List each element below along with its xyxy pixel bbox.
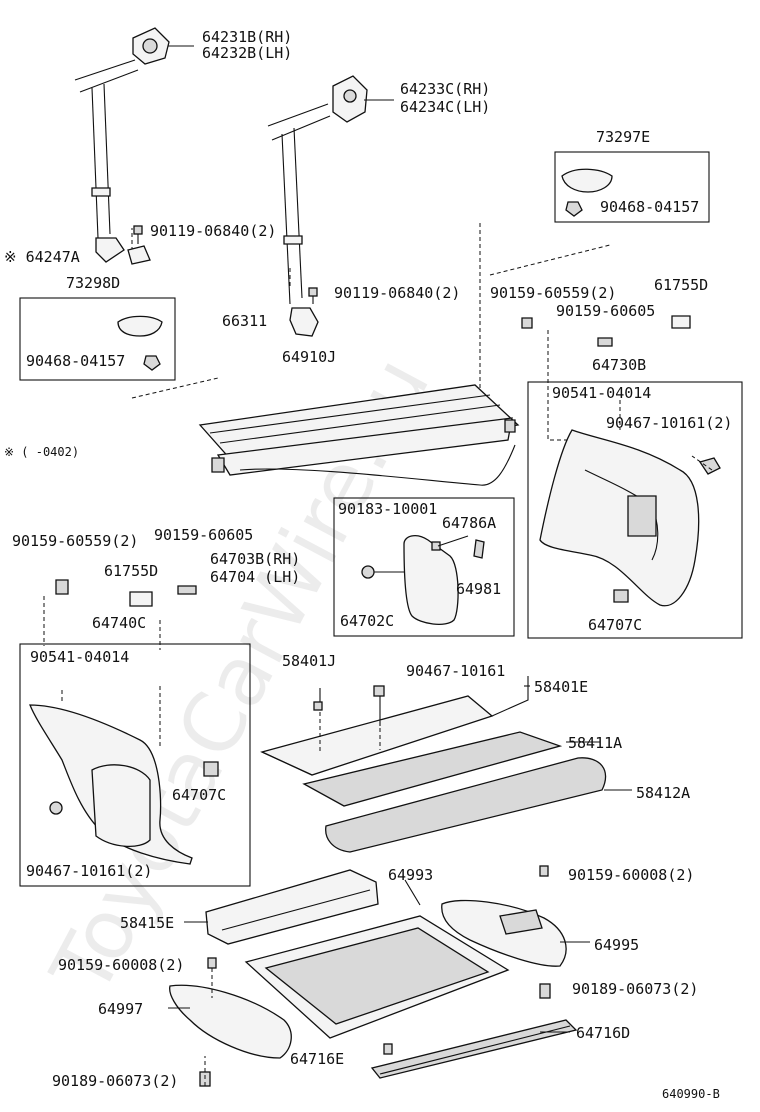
bolt-90119-b: [308, 287, 318, 304]
label-64703b: 64703B(RH): [210, 550, 300, 568]
deck-trim-lh: [29, 704, 219, 865]
label-footnote: ※ ( -0402): [4, 445, 79, 459]
storage-box-58415e: [205, 869, 379, 945]
label-90541-04014-rh: 90541-04014: [552, 384, 651, 402]
label-64702c: 64702C: [340, 612, 394, 630]
switch-61755d-lh: [129, 591, 153, 607]
label-90119-06840-a: 90119-06840(2): [150, 222, 276, 240]
clip-90159-60559-lh: [55, 579, 69, 595]
bolt-90119-a: [133, 225, 143, 244]
label-90159-60605-rh: 90159-60605: [556, 302, 655, 320]
belt-anchor-64231b: [132, 27, 194, 65]
leader-bottom-fasteners: [204, 968, 213, 1086]
screw-90159-60605-lh: [177, 585, 197, 595]
callout-box-73298d: [19, 297, 176, 381]
label-90467-10161-rh: 90467-10161(2): [606, 414, 732, 432]
label-90189-06073-rh: 90189-06073(2): [572, 980, 698, 998]
label-90159-60008-rh: 90159-60008(2): [568, 866, 694, 884]
label-58401j: 58401J: [282, 652, 336, 670]
callout-box-64703b: [333, 497, 515, 637]
label-64786a: 64786A: [442, 514, 496, 532]
leader-lh-clips: [43, 596, 161, 650]
label-61755d-rh: 61755D: [654, 276, 708, 294]
seat-belt-rh: [267, 103, 331, 305]
label-90468-04157-rh: 90468-04157: [600, 198, 699, 216]
label-64234c: 64234C(LH): [400, 98, 490, 116]
scuff-plate-64716d: [370, 1019, 578, 1079]
leader-deck-screws: [319, 700, 381, 752]
callout-box-73297e: [554, 151, 710, 223]
leader-belt: [131, 228, 291, 288]
clip-90159-60559-rh: [521, 317, 533, 329]
label-64716e: 64716E: [290, 1050, 344, 1068]
label-58401e: 58401E: [534, 678, 588, 696]
label-64707c-rh: 64707C: [588, 616, 642, 634]
label-90189-06073-lh: 90189-06073(2): [52, 1072, 178, 1090]
tonneau-cover-64910j: [198, 384, 520, 486]
label-66311: 66311: [222, 312, 267, 330]
label-58415e: 58415E: [120, 914, 174, 932]
belt-anchor-64233c: [332, 75, 394, 123]
label-90159-60559-lh: 90159-60559(2): [12, 532, 138, 550]
label-64231b: 64231B(RH): [202, 28, 292, 46]
label-64730b: 64730B: [592, 356, 646, 374]
deck-board-58411a: [302, 731, 563, 807]
label-58411a: 58411A: [568, 734, 622, 752]
diagram-code: 640990-B: [662, 1087, 720, 1101]
label-73297e: 73297E: [596, 128, 650, 146]
bracket-66311: [289, 307, 319, 337]
label-64740c: 64740C: [92, 614, 146, 632]
leader-64993: [404, 879, 421, 906]
label-90183-10001: 90183-10001: [338, 500, 437, 518]
label-64995: 64995: [594, 936, 639, 954]
switch-61755d-rh: [671, 315, 691, 329]
label-90159-60605-lh: 90159-60605: [154, 526, 253, 544]
label-90541-04014-lh: 90541-04014: [30, 648, 129, 666]
deck-board-58412a: [325, 757, 607, 853]
side-box-64997: [169, 984, 292, 1059]
leader-lh-trim: [61, 686, 161, 746]
leader-tonneau-lh: [131, 377, 219, 399]
side-box-64995: [441, 899, 567, 967]
screw-90159-60605-rh: [597, 337, 613, 347]
cover-73298d: [117, 315, 163, 371]
label-64247a: ※ 64247A: [4, 248, 80, 266]
access-panel-64703b: [361, 534, 485, 626]
deck-trim-rh: [539, 429, 721, 607]
label-64981: 64981: [456, 580, 501, 598]
label-64716d: 64716D: [576, 1024, 630, 1042]
label-64704: 64704 (LH): [210, 568, 300, 586]
storage-tray-64993: [244, 915, 510, 1039]
callout-box-lh-trim: [19, 643, 251, 887]
label-64910j: 64910J: [282, 348, 336, 366]
label-90467-10161-lh: 90467-10161(2): [26, 862, 152, 880]
leader-73297e: [489, 244, 611, 276]
screw-58401j: [313, 701, 323, 711]
label-64707c-lh: 64707C: [172, 786, 226, 804]
label-64993: 64993: [388, 866, 433, 884]
label-58412a: 58412A: [636, 784, 690, 802]
label-64232b: 64232B(LH): [202, 44, 292, 62]
clip-90467-10161-center: [373, 685, 385, 697]
label-90159-60008-lh: 90159-60008(2): [58, 956, 184, 974]
label-90159-60559-rh: 90159-60559(2): [490, 284, 616, 302]
label-90119-06840-b: 90119-06840(2): [334, 284, 460, 302]
label-90468-04157-lh: 90468-04157: [26, 352, 125, 370]
seat-belt-lh: [74, 59, 139, 263]
screws-58401j: [319, 688, 381, 726]
label-64997: 64997: [98, 1000, 143, 1018]
bracket-64247a: [127, 245, 151, 265]
label-73298d: 73298D: [66, 274, 120, 292]
leader-rh-trim: [619, 400, 713, 471]
leader-58401e: [491, 676, 529, 717]
label-64233c: 64233C(RH): [400, 80, 490, 98]
cover-73297e: [561, 168, 613, 217]
label-61755d-lh: 61755D: [104, 562, 158, 580]
callout-box-rh-trim: [527, 381, 743, 639]
label-90467-10161-center: 90467-10161: [406, 662, 505, 680]
